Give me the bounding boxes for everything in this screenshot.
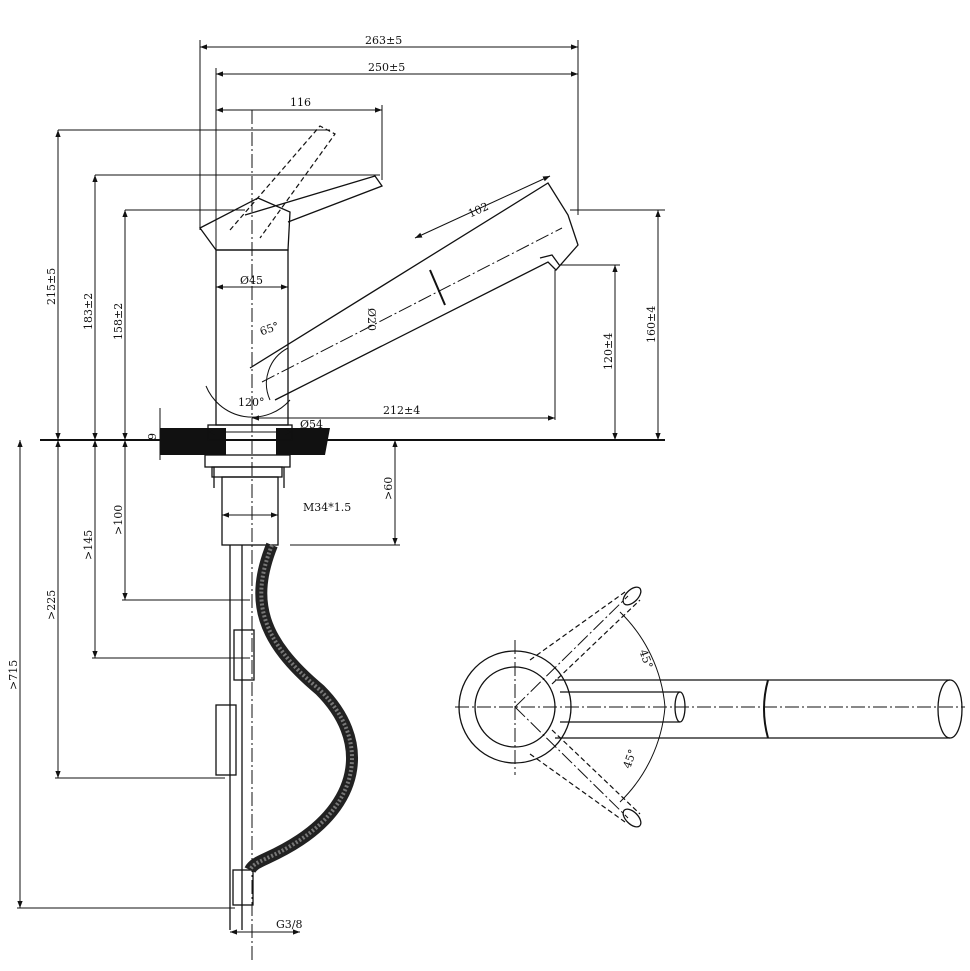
countertop xyxy=(40,428,665,455)
dim-min-145: >145 xyxy=(82,530,95,560)
dim-spout-reach: 212±4 xyxy=(383,404,420,417)
dim-swivel-angle: 120° xyxy=(238,396,265,409)
faucet-side-view xyxy=(199,110,579,960)
dim-overall-height: 215±5 xyxy=(45,268,58,305)
dim-min-225: >225 xyxy=(45,590,58,620)
dim-handle-height: 183±2 xyxy=(82,293,95,330)
dim-min-100: >100 xyxy=(112,505,125,535)
dim-deck-thickness: 9 xyxy=(146,433,159,440)
dim-top-angle-lower: 45° xyxy=(621,747,640,770)
dim-spout-reach-total: 250±5 xyxy=(368,61,405,74)
dim-rotation-angle: 65° xyxy=(258,319,281,338)
dim-connection: G3/8 xyxy=(276,918,303,931)
dim-outlet-height: 120±4 xyxy=(602,333,615,370)
dim-pullout-length: 102 xyxy=(466,200,490,220)
dim-spout-top-height: 160±4 xyxy=(645,306,658,343)
dim-spout-diameter: Ø20 xyxy=(365,308,378,331)
dimension-lines xyxy=(17,40,665,935)
dim-overall-width: 263±5 xyxy=(365,34,402,47)
dim-body-diameter: Ø45 xyxy=(240,274,263,287)
dim-hose-length: >715 xyxy=(7,660,20,690)
dim-base-diameter: Ø54 xyxy=(300,418,323,431)
dim-top-angle-upper: 45° xyxy=(636,648,655,671)
dim-min-clearance: >60 xyxy=(382,477,395,500)
faucet-top-view xyxy=(455,586,965,828)
dim-body-height: 158±2 xyxy=(112,303,125,340)
dim-handle-reach: 116 xyxy=(290,96,311,109)
dim-thread: M34*1.5 xyxy=(303,501,351,514)
